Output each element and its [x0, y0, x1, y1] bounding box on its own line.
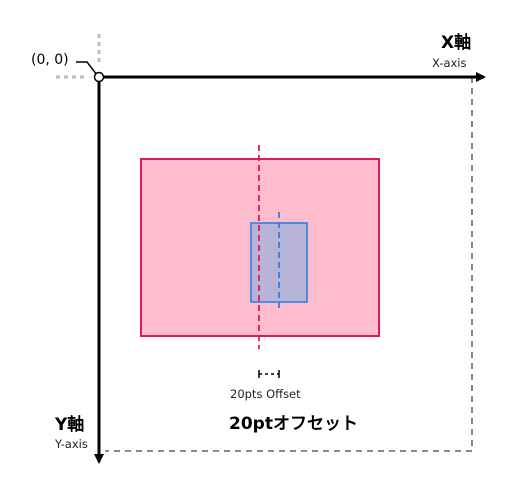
origin-marker: [93, 71, 105, 83]
origin-label: (0, 0): [31, 52, 69, 68]
x-axis-subtitle: X-axis: [432, 56, 467, 70]
origin-leader-line: [76, 61, 98, 76]
offset-large-label: 20ptオフセット: [229, 414, 358, 434]
y-axis-title: Y軸: [55, 415, 85, 435]
canvas-bounds-dashed: [105, 77, 473, 452]
y-axis-subtitle: Y-axis: [55, 437, 88, 451]
offset-dimension-marker: [258, 370, 280, 378]
offset-small-label: 20pts Offset: [230, 387, 301, 401]
x-axis-title: X軸: [441, 33, 472, 53]
